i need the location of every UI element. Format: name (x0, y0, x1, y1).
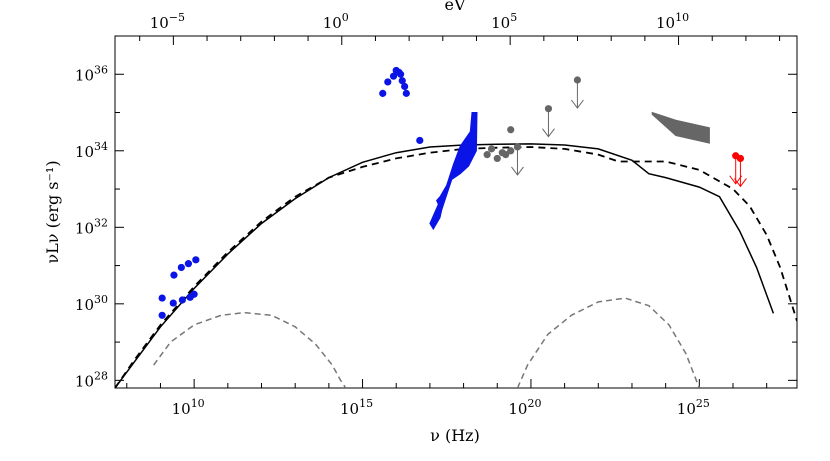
top-tick-label: 105 (491, 11, 517, 32)
blue-data-point (416, 136, 424, 145)
gray-data-point (507, 126, 515, 134)
blue-data-point (184, 260, 193, 268)
upper-limit-head (571, 99, 584, 109)
left-axis-ticks: 1028 1030 1032 1034 1036 (75, 35, 797, 390)
gray-data-point (507, 147, 515, 155)
gray-data-point (502, 151, 510, 159)
x-tick-label: 1015 (340, 397, 373, 418)
top-tick-label: 10−5 (150, 11, 185, 32)
solid-model-curve (115, 143, 775, 388)
y-tick-label: 1036 (75, 63, 108, 84)
gray-data-point (483, 151, 491, 159)
gray-bowtie (651, 111, 710, 144)
blue-data-point (398, 77, 406, 85)
dashed-gray-component (516, 297, 700, 388)
blue-data-point (177, 263, 185, 272)
upper-limit-head (511, 166, 524, 176)
y-tick-label: 1034 (75, 140, 108, 161)
y-tick-label: 1028 (75, 369, 108, 390)
top-tick-label: 1010 (656, 11, 689, 32)
y-axis-label: νLν (erg s⁻¹) (43, 160, 62, 263)
blue-data-point (192, 256, 200, 264)
blue-bowtie (429, 112, 478, 231)
blue-data-point (389, 72, 398, 80)
dashed-model-curve (115, 146, 797, 388)
model-curves (115, 143, 797, 388)
blue-data-point (186, 293, 194, 301)
blue-data-point (158, 294, 166, 302)
gray-data-point (487, 145, 496, 153)
dashed-gray-component (153, 311, 347, 388)
upper-limit-head (734, 178, 747, 188)
x-tick-label: 1010 (172, 397, 205, 418)
gray-data-point (493, 154, 501, 163)
data-points (158, 66, 745, 319)
top-axis-label: eV (444, 0, 465, 14)
blue-data-point (178, 296, 186, 304)
y-tick-label: 1030 (75, 293, 108, 314)
x-axis-label: ν (Hz) (430, 426, 480, 445)
plot-frame (114, 35, 798, 389)
top-axis-ticks: 10−5 100 105 1010 (139, 11, 781, 45)
blue-data-point (402, 89, 410, 97)
top-tick-label: 100 (323, 11, 349, 32)
y-tick-label: 1032 (75, 216, 108, 237)
upper-limit-head (729, 175, 743, 185)
upper-limit-arrows (511, 80, 747, 188)
upper-limit-head (542, 128, 555, 138)
blue-data-point (384, 78, 392, 86)
blue-data-point (379, 89, 387, 97)
x-tick-label: 1020 (508, 397, 541, 418)
x-tick-label: 1025 (677, 397, 710, 418)
blue-data-point (395, 68, 403, 76)
blue-data-point (170, 271, 178, 279)
blue-data-point (169, 299, 177, 307)
gray-data-point (513, 143, 522, 151)
blue-data-point (401, 82, 409, 91)
plot-border (114, 35, 798, 389)
bowtie-shapes (429, 111, 710, 231)
bottom-axis-ticks: 1010 1015 1020 1025 (126, 379, 768, 418)
blue-data-point (158, 311, 166, 319)
